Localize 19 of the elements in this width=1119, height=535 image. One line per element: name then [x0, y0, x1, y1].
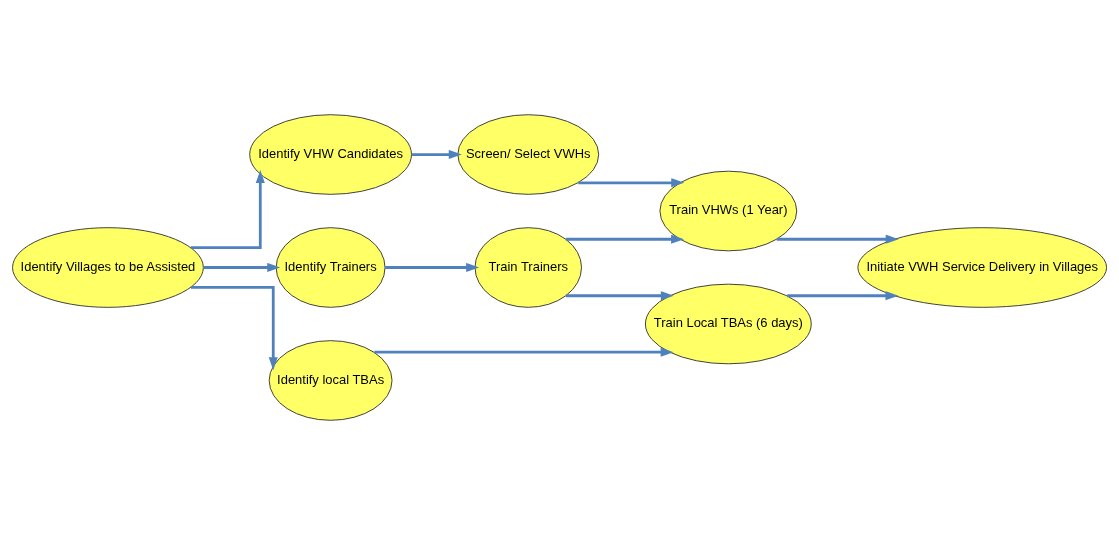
arrow [190, 170, 265, 249]
node-ellipse: Initiate VWH Service Delivery in Villages [857, 227, 1108, 308]
arrow [190, 286, 278, 371]
node-ellipse: Train Local TBAs (6 days) [644, 283, 812, 365]
arrow [776, 234, 899, 244]
arrow [385, 262, 480, 273]
node-ellipse: Identify Trainers [275, 227, 386, 308]
node-ellipse: Train Trainers [474, 227, 582, 308]
arrow [411, 149, 462, 160]
arrow [578, 178, 685, 188]
node-ellipse: Identify VHW Candidates [249, 114, 412, 195]
node-ellipse: Identify Villages to be Assisted [12, 227, 204, 308]
node-ellipse: Train VHWs (1 Year) [659, 170, 798, 252]
arrow [565, 234, 685, 244]
arrow [203, 262, 281, 273]
arrow [787, 291, 899, 301]
node-ellipse: Screen/ Select VWHs [457, 114, 600, 195]
arrow [374, 347, 674, 357]
arrow [565, 291, 674, 301]
